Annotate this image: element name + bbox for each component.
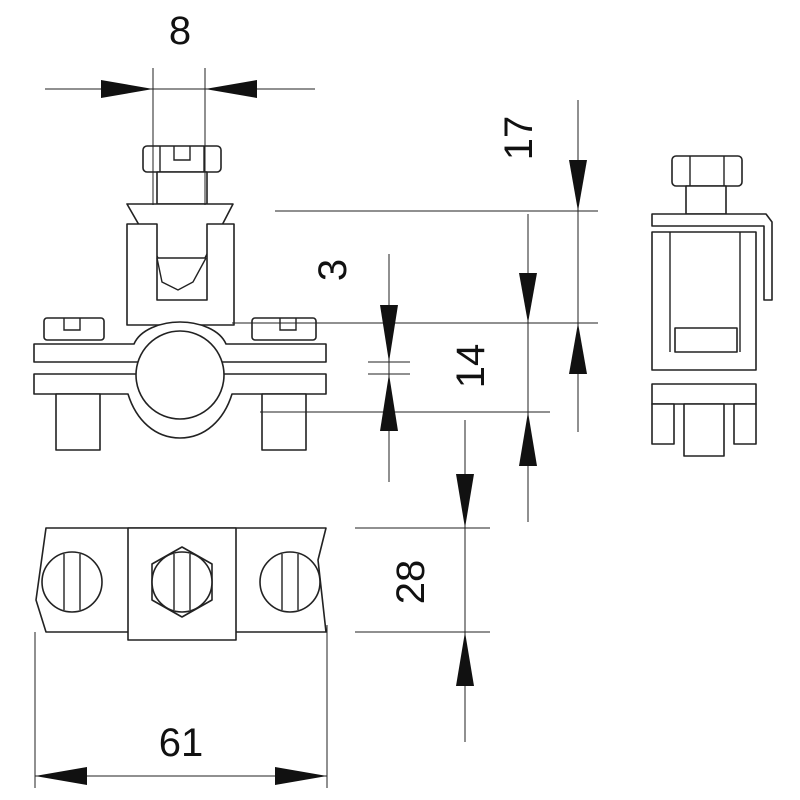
right-bottom-nut bbox=[261, 393, 307, 451]
screw-slot bbox=[281, 554, 299, 610]
arrow bbox=[275, 767, 327, 785]
dim-label-depth: 28 bbox=[389, 560, 433, 605]
side-right-nut bbox=[733, 403, 757, 445]
side-center-stem bbox=[683, 403, 725, 457]
front-view bbox=[33, 145, 327, 451]
arrow bbox=[456, 632, 474, 686]
dimension-top-height bbox=[232, 100, 598, 432]
side-screw-shank bbox=[685, 185, 727, 215]
left-upper-screw bbox=[43, 317, 105, 341]
side-left-nut bbox=[651, 403, 675, 445]
top-center-screw bbox=[151, 551, 213, 613]
side-inner-block bbox=[674, 327, 738, 353]
front-screw-shank bbox=[156, 171, 208, 205]
side-view bbox=[651, 155, 773, 457]
screw-slot bbox=[173, 554, 191, 610]
arrow bbox=[35, 767, 87, 785]
dimension-depth bbox=[355, 420, 490, 742]
dimension-clamp-height bbox=[260, 214, 550, 522]
screw-slot bbox=[63, 554, 81, 610]
dim-label-top-height: 17 bbox=[497, 116, 541, 161]
dimension-screw-width bbox=[45, 68, 315, 205]
arrow bbox=[519, 273, 537, 323]
front-screw-head bbox=[142, 145, 222, 173]
arrow bbox=[569, 160, 587, 211]
dimension-length bbox=[34, 625, 328, 788]
dim-label-clamp-height: 14 bbox=[449, 344, 493, 389]
side-bracket bbox=[651, 213, 773, 301]
dim-label-gap: 3 bbox=[311, 259, 355, 281]
right-upper-screw bbox=[251, 317, 317, 341]
arrow bbox=[205, 80, 257, 98]
top-view bbox=[35, 527, 327, 641]
arrow bbox=[101, 80, 153, 98]
side-screw-head bbox=[671, 155, 743, 187]
screw-slot bbox=[63, 318, 81, 331]
arrow bbox=[380, 305, 398, 362]
screw-slot bbox=[173, 146, 191, 161]
arrow bbox=[569, 323, 587, 374]
dim-label-length: 61 bbox=[159, 721, 204, 765]
arrow bbox=[380, 374, 398, 431]
dim-label-screw-width: 8 bbox=[169, 9, 191, 53]
top-right-screw bbox=[259, 551, 321, 613]
top-left-screw bbox=[41, 551, 103, 613]
front-cone-inner bbox=[156, 257, 207, 291]
side-lower-plate bbox=[651, 383, 757, 405]
arrow bbox=[519, 412, 537, 466]
screw-slot bbox=[279, 318, 297, 331]
round-conductor bbox=[135, 330, 225, 420]
left-bottom-nut bbox=[55, 393, 101, 451]
dimension-gap bbox=[368, 254, 410, 482]
arrow bbox=[456, 474, 474, 528]
